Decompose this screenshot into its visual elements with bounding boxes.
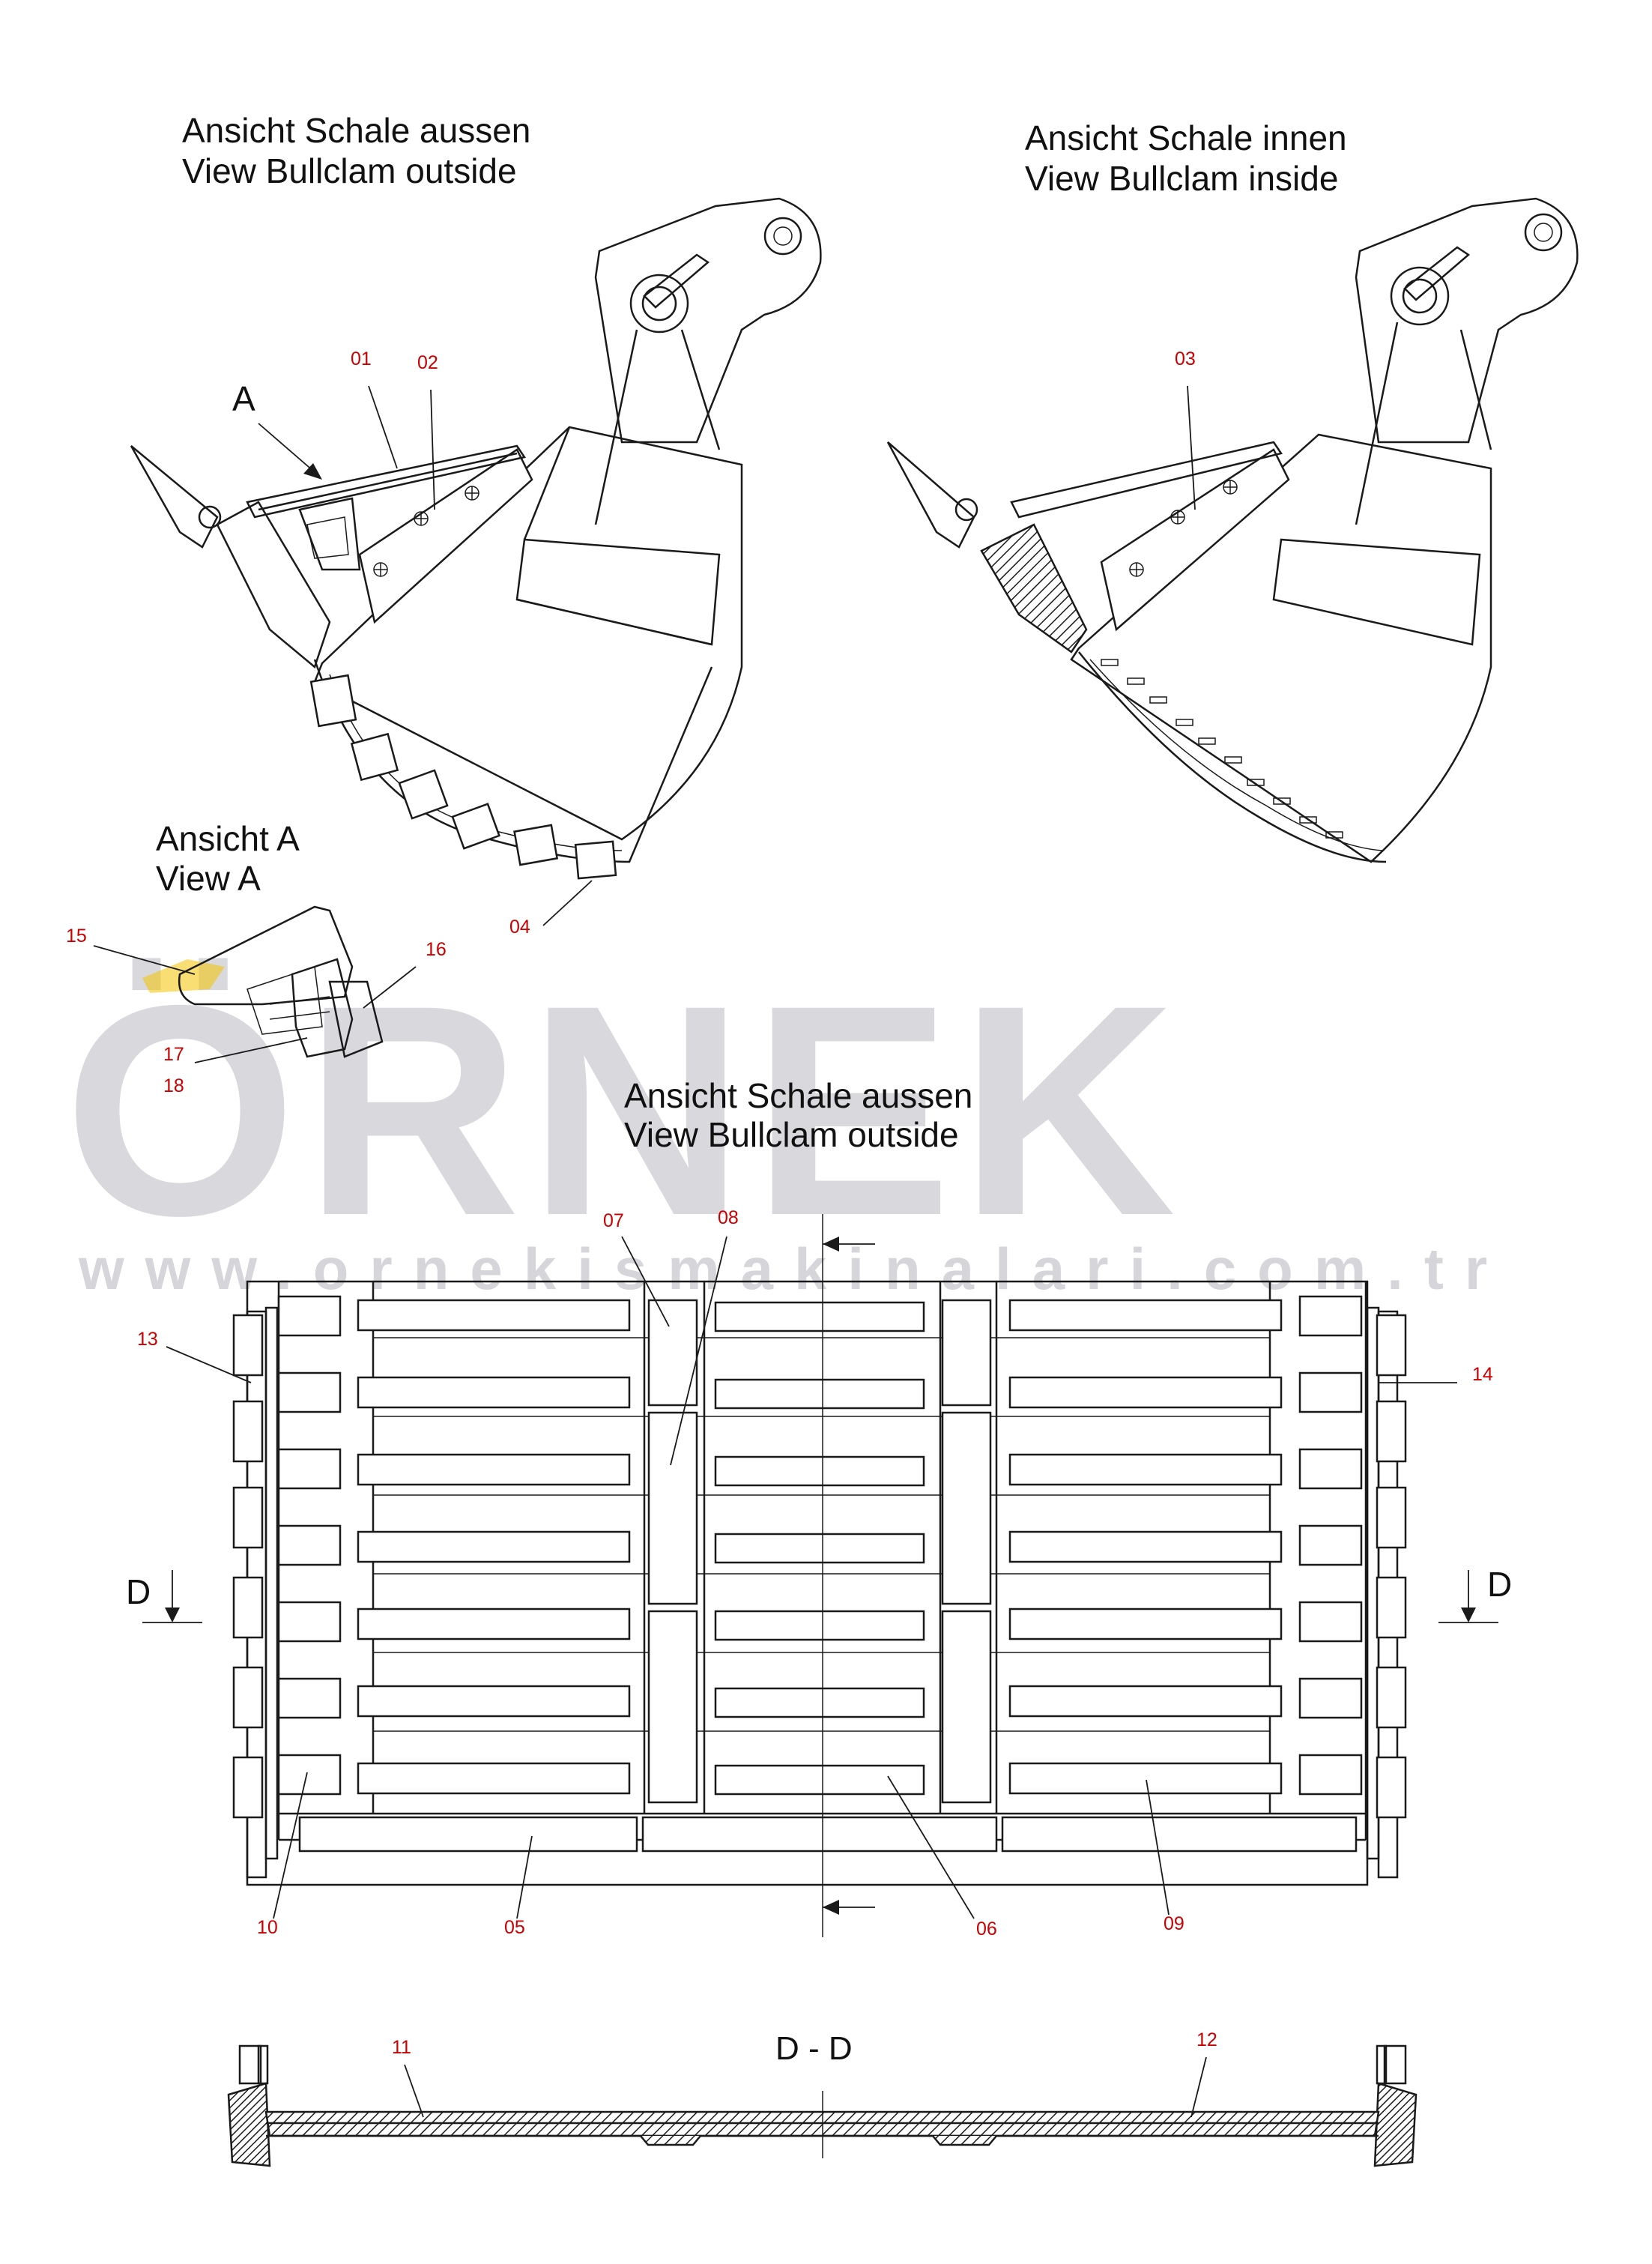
callout-09: 09 — [1164, 1913, 1184, 1934]
watermark: ÖRNEK www.ornekismakinalari.com.tr — [64, 943, 1508, 1302]
view-inside-top: Ansicht Schale innen View Bullclam insid… — [886, 118, 1579, 863]
callout-15: 15 — [66, 926, 87, 947]
view-outside-top: Ansicht Schale aussen View Bullclam outs… — [130, 111, 822, 938]
watermark-brand: ÖRNEK — [64, 943, 1184, 1278]
callout-17: 17 — [163, 1044, 184, 1065]
section-label: D - D — [775, 2030, 853, 2067]
view-a-title-en: View A — [156, 859, 261, 898]
view-outside-top-title-en: View Bullclam outside — [182, 151, 517, 190]
view-inside-top-title-de: Ansicht Schale innen — [1025, 118, 1347, 157]
section-d-d: D - D 11 12 — [227, 2029, 1417, 2167]
callout-08: 08 — [718, 1207, 739, 1228]
view-outside-top-title-de: Ansicht Schale aussen — [182, 111, 530, 150]
view-inside-top-title-en: View Bullclam inside — [1025, 159, 1338, 198]
callout-04: 04 — [509, 917, 530, 938]
view-outside-plan-title-en: View Bullclam outside — [624, 1115, 959, 1154]
callout-01: 01 — [351, 348, 372, 369]
arrow-a-label: A — [232, 379, 255, 418]
bucket-outside-drawing — [130, 197, 822, 880]
inside-wear-strips — [1101, 659, 1343, 839]
view-outside-plan-title-de: Ansicht Schale aussen — [624, 1076, 972, 1115]
callout-03: 03 — [1175, 348, 1196, 369]
liner-plate-assembly — [232, 1214, 1407, 1937]
callout-12: 12 — [1196, 2029, 1217, 2050]
callout-05: 05 — [504, 1917, 525, 1938]
callout-13: 13 — [137, 1329, 158, 1350]
callout-18: 18 — [163, 1075, 184, 1096]
callout-06: 06 — [976, 1919, 997, 1940]
callout-11: 11 — [392, 2037, 411, 2058]
bucket-inside-drawing — [886, 197, 1579, 863]
arrow-a — [258, 423, 315, 473]
cut-d-left: D — [126, 1572, 151, 1611]
cut-d-right: D — [1487, 1565, 1512, 1604]
view-a-title-de: Ansicht A — [156, 819, 300, 858]
callout-02: 02 — [417, 352, 438, 373]
watermark-url: www.ornekismakinalari.com.tr — [78, 1236, 1508, 1302]
callout-14: 14 — [1472, 1364, 1493, 1385]
callout-07: 07 — [603, 1210, 624, 1231]
callout-16: 16 — [426, 939, 447, 960]
callout-10: 10 — [257, 1917, 278, 1938]
view-outside-plan: Ansicht Schale aussen View Bullclam outs… — [126, 1076, 1512, 1940]
wear-pads — [309, 674, 617, 880]
view-a-detail: Ansicht A View A 15 16 17 18 — [66, 819, 447, 1096]
